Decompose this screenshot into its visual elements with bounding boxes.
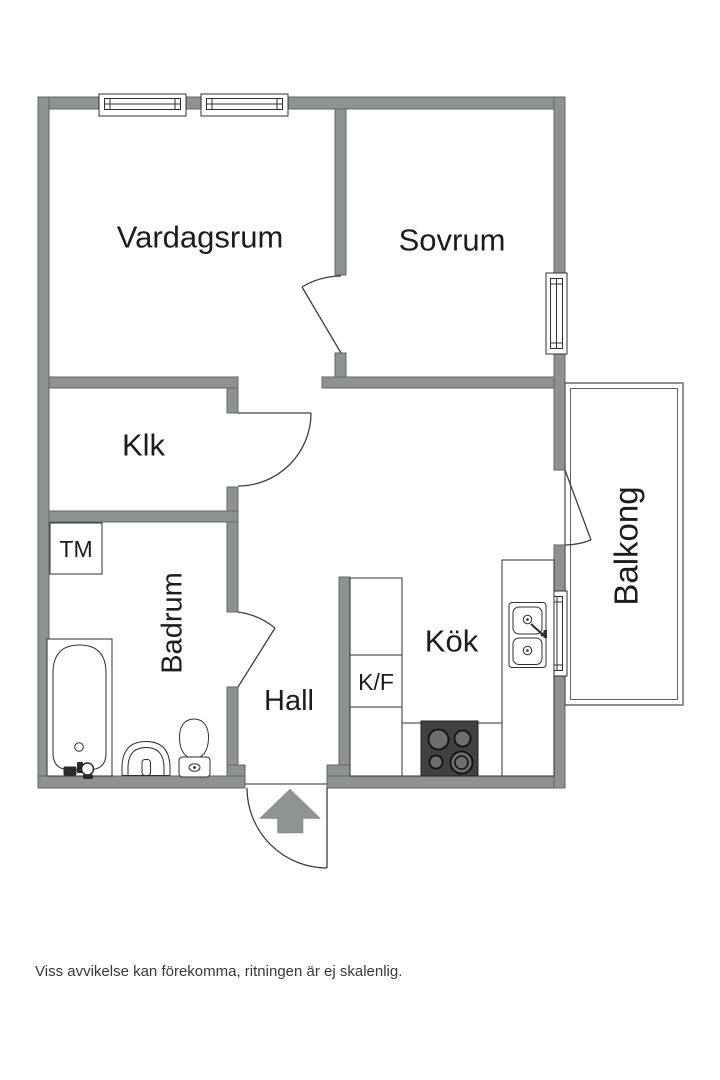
sink-faucet-mount: [543, 630, 547, 638]
label-sovrum: Sovrum: [399, 223, 506, 258]
burner: [427, 728, 450, 751]
sink-drain-dot: [526, 649, 529, 652]
burner: [453, 729, 472, 748]
window-vardagsrum-2: [200, 93, 289, 117]
burner: [428, 754, 444, 770]
wall-bottom-left: [37, 775, 246, 789]
counter-left-column: [349, 577, 403, 777]
label-klk: Klk: [122, 428, 166, 463]
sink-drain-dot: [526, 618, 529, 621]
balcony-outer-rail: [564, 382, 684, 706]
door-balkong: [564, 469, 592, 546]
washing-machine: [49, 522, 103, 575]
bathroom-sink: [121, 740, 171, 776]
label-kok: Kök: [425, 624, 479, 659]
kitchen-sink: [508, 602, 547, 668]
door-badrum: [237, 611, 276, 688]
burner-inner-ring: [454, 755, 469, 770]
label-vardagsrum: Vardagsrum: [117, 220, 284, 255]
door-swing-arc: [301, 275, 342, 288]
label-tm: TM: [59, 536, 92, 562]
toilet-bowl: [178, 718, 210, 760]
wall-klk-right-lower: [226, 486, 239, 512]
window-sovrum: [545, 272, 568, 355]
door-swing-arc: [246, 787, 328, 869]
door-leaf: [237, 627, 276, 688]
washing-machine-box: [49, 522, 103, 575]
label-badrum: Badrum: [157, 572, 189, 674]
window-vardagsrum-1: [98, 93, 187, 117]
wall-badrum-right-lower: [226, 686, 239, 777]
wall-divider-stub: [334, 352, 347, 379]
label-balkong: Balkong: [608, 486, 645, 605]
wall-entrance-left-jamb: [226, 764, 246, 777]
wall-badrum-right-upper: [226, 521, 239, 613]
balcony: [564, 382, 684, 706]
entrance-arrow: [258, 788, 322, 834]
wall-klk-badrum: [48, 510, 239, 523]
wall-middle-horizontal: [321, 376, 555, 389]
sink-bowl-inner: [127, 746, 165, 776]
door-entrance: [245, 783, 328, 869]
stove: [420, 720, 479, 777]
door-klk: [237, 412, 312, 487]
bathtub: [46, 638, 113, 779]
toilet: [178, 718, 211, 778]
door-leaf: [301, 286, 342, 354]
door-leaf: [564, 469, 592, 541]
wall-bottom-right: [326, 775, 566, 789]
wall-klk-top: [48, 376, 239, 389]
wall-klk-right-upper: [226, 387, 239, 414]
door-swing-arc: [237, 611, 276, 629]
label-hall: Hall: [264, 685, 314, 717]
toilet-button-dot: [193, 766, 196, 769]
disclaimer-text: Viss avvikelse kan förekomma, ritningen …: [35, 963, 403, 980]
bathtub-drain: [74, 742, 84, 752]
sink-tap: [141, 759, 151, 776]
sink-faucet: [530, 623, 543, 635]
bathtub-inner: [52, 644, 107, 770]
door-vardagsrum-sovrum: [301, 275, 342, 354]
label-kf: K/F: [358, 669, 394, 695]
burner: [449, 750, 474, 775]
wall-divider-vardagsrum-sovrum: [334, 108, 347, 276]
wall-entrance-right-jamb: [326, 764, 351, 777]
sink-bowl: [121, 740, 171, 776]
bathtub-faucet-knob: [80, 762, 95, 776]
wall-kitchen: [338, 576, 351, 777]
door-swing-arc: [564, 539, 592, 546]
balcony-inner-rail: [570, 388, 678, 700]
bathtub-faucet: [63, 766, 77, 776]
door-swing-arc: [237, 412, 312, 487]
bathtub-faucet: [83, 774, 93, 779]
